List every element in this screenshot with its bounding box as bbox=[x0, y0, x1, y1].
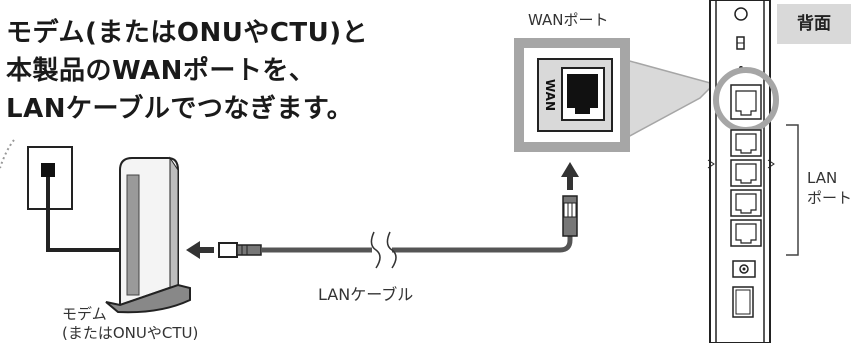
instruction-heading: モデム(またはONUやCTU)と 本製品のWANポートを、 LANケーブルでつな… bbox=[6, 14, 368, 128]
wan-port-label: WAN bbox=[543, 78, 557, 112]
lan-cable-label: LANケーブル bbox=[318, 285, 414, 304]
wan-port-title: WANポート bbox=[528, 11, 609, 29]
lan-cable bbox=[392, 236, 573, 253]
lan-label-line: LAN bbox=[807, 169, 838, 187]
modem-label-line: モデム bbox=[62, 305, 107, 323]
wan-port-callout bbox=[514, 38, 630, 152]
arrow-to-modem bbox=[186, 241, 214, 259]
back-side-badge: 背面 bbox=[777, 4, 851, 44]
modem-label: モデム (またはONUやCTU) bbox=[62, 305, 198, 343]
callout-pointer bbox=[625, 59, 716, 140]
arrow-to-wan-port bbox=[561, 162, 579, 190]
modem-label-line: (またはONUやCTU) bbox=[62, 324, 199, 342]
lan-label-line: ポート bbox=[807, 189, 853, 207]
lan-port-label: LAN ポート bbox=[807, 168, 852, 208]
lan-ports bbox=[730, 129, 762, 247]
lan-bracket bbox=[786, 124, 799, 256]
cable-connector-modem bbox=[218, 242, 262, 258]
heading-line: モデム(またはONUやCTU)と bbox=[6, 18, 369, 48]
modem-device bbox=[105, 156, 191, 314]
cable-connector-router bbox=[562, 195, 578, 237]
phone-cable bbox=[46, 177, 122, 252]
dotted-guide-line bbox=[0, 139, 15, 169]
router-back-panel bbox=[707, 0, 779, 343]
heading-line: LANケーブルでつなぎます。 bbox=[6, 94, 354, 124]
heading-line: 本製品のWANポートを、 bbox=[6, 56, 316, 86]
cable-break-mark bbox=[370, 231, 397, 269]
